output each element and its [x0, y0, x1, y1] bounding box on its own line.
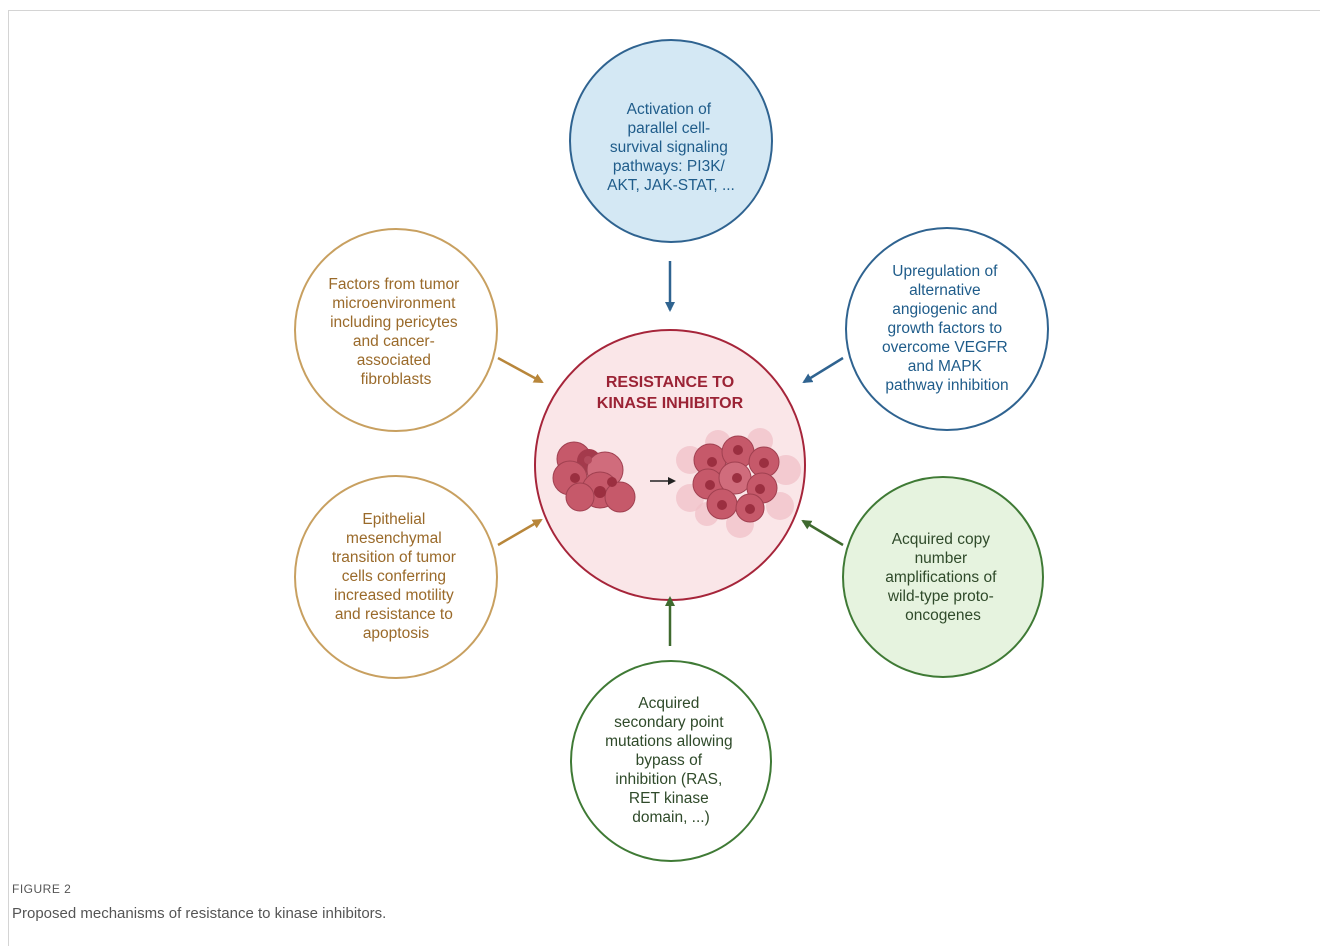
figure-caption: Proposed mechanisms of resistance to kin…: [12, 905, 387, 922]
node-text-line: domain, ...): [632, 809, 710, 826]
svg-text:Activation of parallel c: Activation of parallel cell- survival si…: [607, 101, 735, 194]
tumor-cell-cluster-small: [552, 441, 636, 513]
node-text-line: and MAPK: [908, 358, 983, 375]
node-text-line: angiogenic and: [892, 301, 997, 318]
node-text-line: amplifications of: [885, 569, 997, 586]
node-text-line: pathways: PI3K/: [613, 158, 726, 175]
node-text-line: Epithelial: [362, 511, 425, 528]
node-text-line: and resistance to: [335, 606, 453, 623]
node-text-line: Activation of: [627, 101, 712, 118]
svg-text:Acquired secondary point: Acquired secondary point mutations allow…: [605, 695, 737, 826]
node-text-line: Acquired copy: [892, 531, 990, 548]
node-text-line: AKT, JAK-STAT, ...: [607, 177, 735, 194]
node-text-line: survival signaling: [610, 139, 728, 156]
node-text-line: bypass of: [636, 752, 703, 769]
arrow-upper-right-to-center: [802, 356, 844, 384]
mechanism-node-parallel-signaling: Activation of parallel cell- survival si…: [569, 39, 773, 243]
node-text-line: pathway inhibition: [885, 377, 1008, 394]
node-text-line: inhibition (RAS,: [615, 771, 722, 788]
node-text-line: and cancer-: [353, 333, 435, 350]
node-text-line: secondary point: [614, 714, 724, 731]
node-text-line: oncogenes: [905, 607, 981, 624]
node-text-line: apoptosis: [363, 625, 430, 642]
tumor-cell-cluster-large: [676, 428, 801, 538]
center-title-line-1: RESISTANCE TO: [606, 374, 734, 391]
mechanism-node-angiogenic-upregulation: Upregulation of alternative angiogenic a…: [845, 227, 1049, 431]
node-text-line: associated: [357, 352, 431, 369]
mechanism-node-secondary-point-mutations: Acquired secondary point mutations allow…: [570, 660, 772, 862]
center-title-line-2: KINASE INHIBITOR: [597, 395, 744, 412]
node-text-line: RET kinase: [629, 790, 709, 807]
arrow-upper-left-to-center: [497, 356, 544, 384]
mechanism-node-tumor-microenvironment: Factors from tumor microenvironment incl…: [294, 228, 498, 432]
svg-text:Upregulation of alternat: Upregulation of alternative angiogenic a…: [882, 263, 1012, 394]
node-text-line: growth factors to: [888, 320, 1003, 337]
node-text-line: number: [915, 550, 968, 567]
node-text-line: Factors from tumor: [328, 276, 459, 293]
node-text-line: fibroblasts: [361, 371, 432, 388]
figure-frame: [8, 10, 1320, 946]
node-text-line: transition of tumor: [332, 549, 456, 566]
node-text-line: wild-type proto-: [887, 588, 994, 605]
center-node: RESISTANCE TO KINASE INHIBITOR: [534, 329, 806, 601]
node-text-line: cells conferring: [342, 568, 446, 585]
node-text-line: Upregulation of: [892, 263, 998, 280]
node-text-line: mesenchymal: [346, 530, 442, 547]
mechanism-node-emt: Epithelial mesenchymal transition of tum…: [294, 475, 498, 679]
node-text-line: overcome VEGFR: [882, 339, 1008, 356]
svg-text:Epithelial mesenchymal: Epithelial mesenchymal transition of tum…: [332, 511, 460, 642]
node-text-line: parallel cell-: [627, 120, 710, 137]
node-text-line: mutations allowing: [605, 733, 733, 750]
arrow-lower-right-to-center: [801, 519, 844, 547]
node-text-line: increased motility: [334, 587, 454, 604]
node-text-line: microenvironment: [332, 295, 456, 312]
arrow-lower-left-to-center: [497, 518, 543, 547]
node-text-line: Acquired: [638, 695, 699, 712]
svg-text:Factors from tumor micro: Factors from tumor microenvironment incl…: [328, 276, 463, 388]
figure-label: FIGURE 2: [12, 882, 72, 896]
resistance-mechanisms-diagram: RESISTANCE TO KINASE INHIBITOR: [294, 39, 1049, 862]
svg-text:Acquired copy number: Acquired copy number amplifications of w…: [885, 531, 1000, 624]
node-text-line: including pericytes: [330, 314, 458, 331]
node-text-line: alternative: [909, 282, 981, 299]
mechanism-node-copy-number-amplification: Acquired copy number amplifications of w…: [842, 476, 1044, 678]
